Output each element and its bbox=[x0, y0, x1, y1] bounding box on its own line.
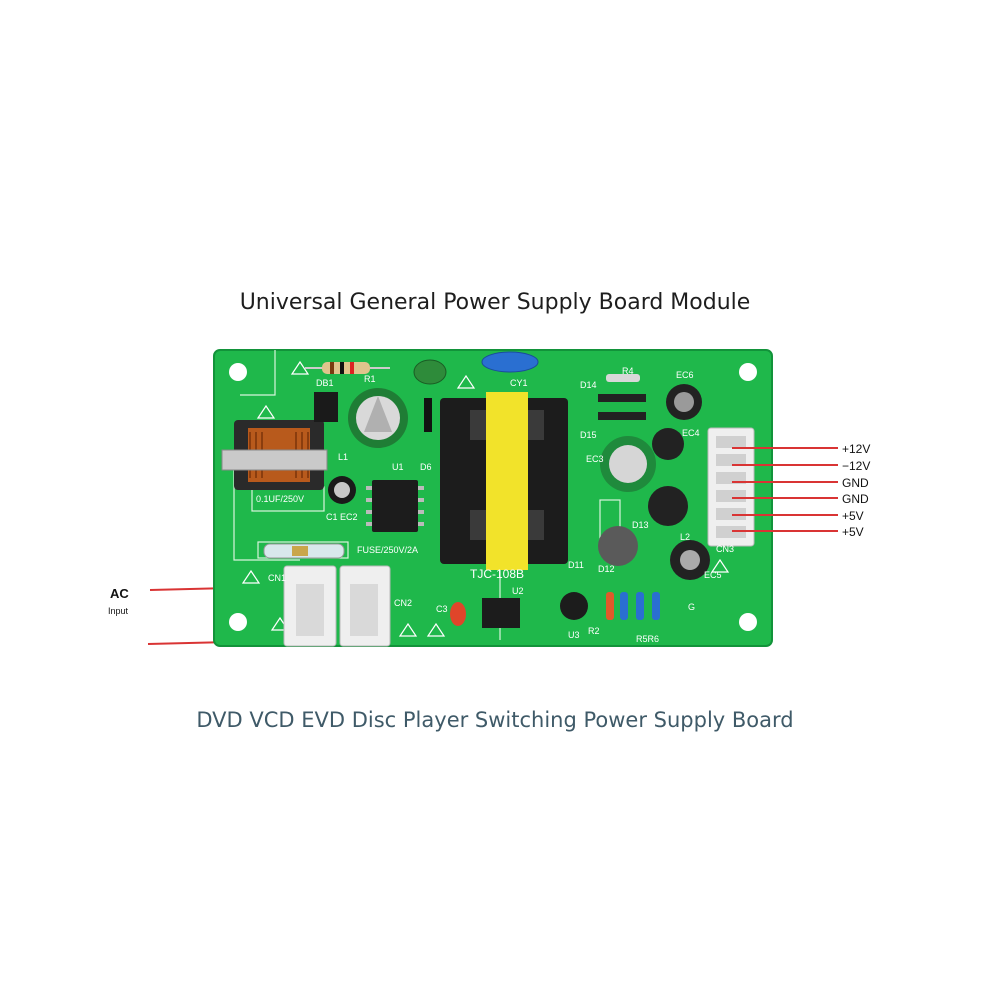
output-label-6: +5V bbox=[842, 525, 864, 539]
silk-label: CN3 bbox=[716, 544, 734, 554]
output-capacitors bbox=[598, 384, 710, 580]
silk-label: D13 bbox=[632, 520, 649, 530]
output-label-1: +12V bbox=[842, 442, 871, 456]
optocoupler bbox=[482, 598, 520, 628]
silk-label: U2 bbox=[512, 586, 524, 596]
silk-label: L2 bbox=[680, 532, 690, 542]
silk-label: CY1 bbox=[510, 378, 528, 388]
silk-label: C3 bbox=[436, 604, 448, 614]
mounting-hole bbox=[229, 363, 247, 381]
ic-u1 bbox=[366, 480, 424, 532]
silk-label: CN1 bbox=[268, 573, 286, 583]
silk-label: R2 bbox=[588, 626, 600, 636]
input-capacitor bbox=[348, 388, 408, 448]
output-connector bbox=[707, 427, 755, 547]
output-wires bbox=[732, 447, 838, 532]
output-label-4: GND bbox=[842, 492, 869, 506]
silk-label: EC2 bbox=[340, 512, 358, 522]
ac-input-sublabel: Input bbox=[108, 606, 129, 616]
silk-label: TJC-108B bbox=[470, 567, 524, 581]
silk-label: CN2 bbox=[394, 598, 412, 608]
silk-label: R1 bbox=[364, 374, 376, 384]
silk-label: R4 bbox=[622, 366, 634, 376]
silk-label: D6 bbox=[420, 462, 432, 472]
diode bbox=[424, 398, 432, 432]
choke-l1 bbox=[221, 420, 328, 490]
mounting-hole bbox=[739, 613, 757, 631]
thermistor bbox=[413, 359, 447, 385]
resistors bbox=[606, 592, 660, 620]
silk-label: U1 bbox=[392, 462, 404, 472]
silk-label: EC4 bbox=[682, 428, 700, 438]
fuse bbox=[263, 543, 345, 559]
resistor bbox=[606, 374, 640, 382]
ac-input-label: AC bbox=[110, 586, 129, 601]
silk-label: D12 bbox=[598, 564, 615, 574]
regulator bbox=[560, 592, 588, 620]
silk-label: L1 bbox=[338, 452, 348, 462]
mounting-hole bbox=[229, 613, 247, 631]
page-title: Universal General Power Supply Board Mod… bbox=[239, 290, 751, 315]
silkscreen-labels: DB1 L1 R1 U1 D6 C1 EC2 FUSE/250V/2A 0.1U… bbox=[256, 366, 734, 644]
transformer bbox=[440, 392, 568, 570]
silk-label: U3 bbox=[568, 630, 580, 640]
resistor bbox=[305, 362, 390, 374]
silk-label: D14 bbox=[580, 380, 597, 390]
silk-label: D11 bbox=[568, 560, 584, 570]
mounting-hole bbox=[739, 363, 757, 381]
silk-label: EC3 bbox=[586, 454, 604, 464]
silk-label: EC5 bbox=[704, 570, 722, 580]
output-label-2: −12V bbox=[842, 459, 871, 473]
input-connectors bbox=[283, 565, 391, 647]
silk-label: G bbox=[688, 602, 695, 612]
bridge-rectifier bbox=[314, 392, 338, 422]
output-label-5: +5V bbox=[842, 509, 864, 523]
capacitor bbox=[450, 602, 466, 626]
silk-label: 0.1UF/250V bbox=[256, 494, 304, 504]
y-capacitor bbox=[481, 351, 539, 373]
page-subtitle: DVD VCD EVD Disc Player Switching Power … bbox=[196, 708, 794, 732]
silk-label: D15 bbox=[580, 430, 597, 440]
silk-label: C1 bbox=[326, 512, 338, 522]
diode bbox=[598, 412, 646, 420]
output-label-3: GND bbox=[842, 476, 869, 490]
silk-label: EC6 bbox=[676, 370, 694, 380]
silk-label: DB1 bbox=[316, 378, 334, 388]
pcb-board: DB1 L1 R1 U1 D6 C1 EC2 FUSE/250V/2A 0.1U… bbox=[213, 349, 773, 647]
silk-label: R5R6 bbox=[636, 634, 659, 644]
silk-label: FUSE/250V/2A bbox=[357, 545, 418, 555]
diode bbox=[598, 394, 646, 402]
